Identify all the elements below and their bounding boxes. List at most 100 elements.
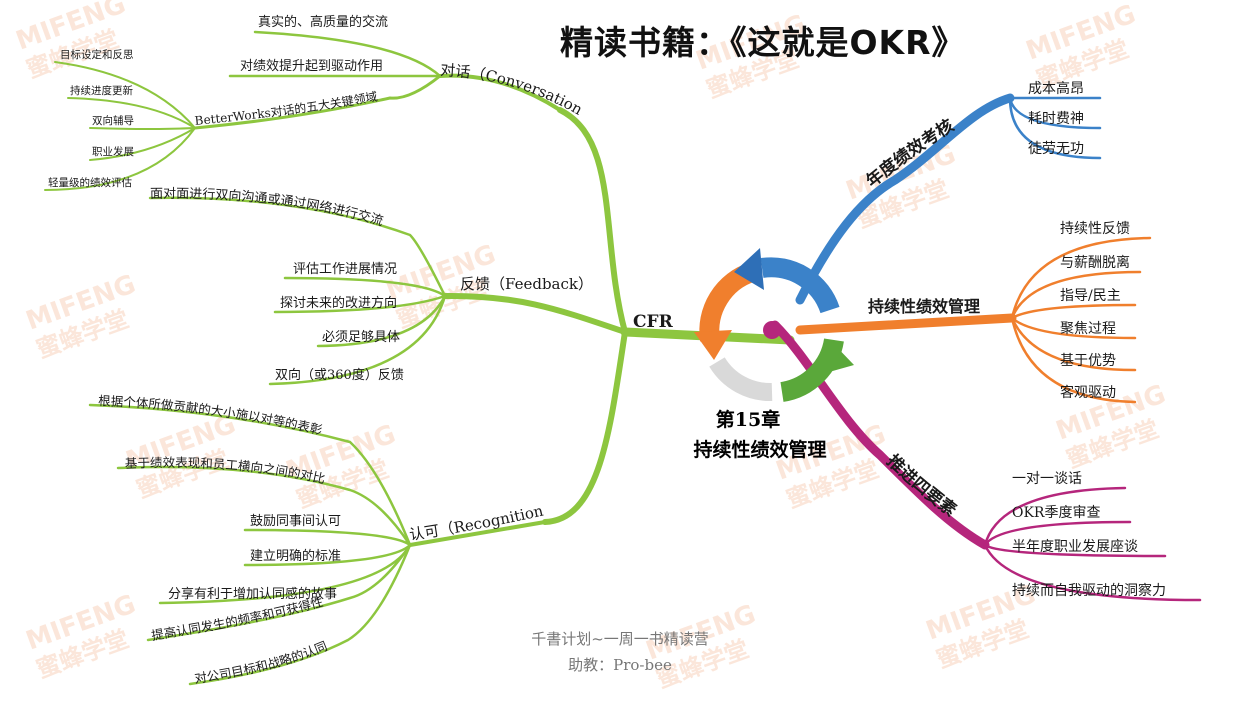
four-elements-label-path: 推进四要素 bbox=[882, 450, 959, 520]
fb-item-2: 评估工作进展情况 bbox=[293, 262, 397, 277]
fb-leaf-5-line bbox=[268, 294, 447, 386]
fb-item-1-path: 面对面进行双向沟通或通过网络进行交流 bbox=[150, 187, 385, 230]
orange-leaf-4-line bbox=[1010, 316, 1137, 340]
orange-branch bbox=[795, 236, 1152, 404]
rc-item-4: 建立明确的标准 bbox=[250, 548, 341, 564]
rc-leaf-2-line bbox=[116, 465, 412, 547]
conv-item-1: 真实的、高质量的交流 bbox=[258, 14, 388, 30]
bw-item-3: 双向辅导 bbox=[92, 114, 134, 127]
magenta-branch bbox=[770, 320, 1202, 602]
rc-leaf-6-line bbox=[146, 543, 412, 642]
rc-leaf-3-line bbox=[243, 528, 412, 547]
bw-leaf-3-line bbox=[89, 127, 196, 130]
blue-arrowhead bbox=[734, 248, 764, 290]
four-item-4: 持续而自我驱动的洞察力 bbox=[1012, 582, 1166, 599]
rc-item-5: 分享有利于增加认同感的故事 bbox=[168, 586, 337, 602]
blue-branch bbox=[795, 93, 1102, 305]
watermark-group-1: MIFENG 蜜蜂学堂 bbox=[12, 0, 130, 84]
chapter-subtitle: 持续性绩效管理 bbox=[693, 438, 826, 461]
fb-leaf-2-line bbox=[283, 276, 447, 298]
green-arrowhead bbox=[822, 340, 854, 374]
fb-item-4: 必须足够具体 bbox=[322, 330, 400, 345]
bw-leaf-2-line bbox=[67, 97, 196, 129]
bw-item-4: 职业发展 bbox=[92, 145, 134, 158]
rc-item-7: 对公司目标和战略的认同 bbox=[193, 638, 329, 686]
center-dot bbox=[763, 321, 781, 339]
rc-leaf-1-line bbox=[88, 403, 412, 547]
chapter-label: 第15章 bbox=[716, 408, 780, 431]
cont-item-3: 指导/民主 bbox=[1060, 288, 1121, 304]
cont-item-1: 持续性反馈 bbox=[1060, 220, 1130, 237]
orange-leaf-5-line bbox=[1010, 316, 1137, 372]
conversation-main-branch bbox=[557, 107, 628, 335]
orange-leaf-2-line bbox=[1010, 270, 1142, 320]
watermark-group-3: MIFENG 蜜蜂学堂 bbox=[22, 589, 140, 683]
recognition-underline bbox=[408, 520, 547, 547]
fb-leaf-4-line bbox=[316, 294, 447, 348]
orange-leaf-3-line bbox=[1010, 303, 1137, 320]
cont-item-4: 聚焦过程 bbox=[1060, 321, 1116, 337]
left-texts: CFR 对话（Conversation） 真实的、高质量的交流 对绩效提升起到驱… bbox=[0, 0, 674, 686]
orange-leaf-6-line bbox=[1010, 316, 1137, 404]
recognition-main-branch bbox=[542, 329, 628, 525]
magenta-main-branch bbox=[770, 320, 990, 550]
watermark-group-7: MIFENG 蜜蜂学堂 bbox=[1022, 0, 1140, 94]
blue-leaf-3-line bbox=[1008, 96, 1102, 160]
feedback-label: 反馈（Feedback） bbox=[460, 275, 593, 293]
orange-main-branch bbox=[795, 313, 1017, 335]
four-item-1: 一对一谈话 bbox=[1012, 471, 1082, 487]
page-title: 精读书籍：《这就是OKR》 bbox=[560, 23, 966, 62]
cont-item-6: 客观驱动 bbox=[1060, 384, 1116, 401]
magenta-leaf-3-line bbox=[983, 543, 1167, 558]
watermark-group-2: MIFENG 蜜蜂学堂 bbox=[22, 269, 140, 363]
bw-item-5: 轻量级的绩效评估 bbox=[48, 176, 132, 189]
bw-item-2: 持续进度更新 bbox=[70, 84, 133, 97]
betterworks-label: BetterWorks对话的五大关键领域 bbox=[194, 89, 379, 128]
blue-main-branch bbox=[795, 93, 1015, 305]
fb-leaf-1-line bbox=[148, 196, 447, 298]
rc-item-3: 鼓励同事间认可 bbox=[250, 514, 341, 529]
bw-leaf-1-line bbox=[54, 61, 196, 129]
four-elements-label: 推进四要素 bbox=[882, 450, 959, 520]
footer-line-1: 千書计划~一周一书精读营 bbox=[531, 630, 709, 648]
fb-item-1: 面对面进行双向沟通或通过网络进行交流 bbox=[150, 187, 385, 230]
annual-item-3: 徒劳无功 bbox=[1028, 141, 1084, 157]
blue-arc bbox=[760, 257, 840, 314]
four-item-3: 半年度职业发展座谈 bbox=[1012, 539, 1138, 555]
magenta-leaf-1-line bbox=[983, 486, 1127, 547]
annual-item-1: 成本高昂 bbox=[1028, 80, 1084, 97]
green-branches bbox=[44, 30, 795, 686]
right-texts: 年度绩效考核 成本高昂 耗时费神 徒劳无功 持续性绩效管理 持续性反馈 与薪酬脱… bbox=[862, 80, 1166, 599]
betterworks-line bbox=[193, 74, 442, 130]
footer-line-2: 助教：Pro-bee bbox=[568, 656, 672, 674]
orange-arrowhead bbox=[694, 330, 732, 360]
annual-item-2: 耗时费神 bbox=[1028, 111, 1084, 127]
cont-item-5: 基于优势 bbox=[1060, 352, 1116, 369]
cfr-label: CFR bbox=[633, 312, 674, 332]
fb-item-5: 双向（或360度）反馈 bbox=[275, 367, 404, 383]
feedback-main-branch bbox=[442, 292, 628, 335]
four-item-2: OKR季度审查 bbox=[1012, 505, 1100, 521]
continuous-mgmt-label: 持续性绩效管理 bbox=[868, 297, 980, 316]
blue-leaf-2-line bbox=[1008, 96, 1102, 130]
betterworks-label-path: BetterWorks对话的五大关键领域 bbox=[194, 89, 379, 128]
bw-item-1: 目标设定和反思 bbox=[60, 48, 134, 61]
rc-leaf-7-line bbox=[188, 543, 412, 686]
conversation-underline bbox=[438, 73, 562, 112]
gray-arc bbox=[709, 357, 773, 402]
cont-item-2: 与薪酬脱离 bbox=[1060, 254, 1130, 271]
magenta-leaf-4-line bbox=[983, 543, 1202, 602]
conv-item-2: 对绩效提升起到驱动作用 bbox=[240, 58, 383, 74]
fb-item-3: 探讨未来的改进方向 bbox=[280, 295, 397, 311]
rc-leaf-4-line bbox=[243, 543, 412, 567]
orange-arc bbox=[699, 262, 756, 342]
bw-leaf-5-line bbox=[44, 127, 196, 191]
magenta-leaf-2-line bbox=[983, 520, 1132, 547]
orange-leaf-1-line bbox=[1010, 236, 1152, 320]
watermark-group-9: MIFENG 蜜蜂学堂 bbox=[772, 419, 890, 513]
cycle-arrows-icon bbox=[694, 248, 854, 402]
bw-leaf-4-line bbox=[89, 127, 196, 161]
conv-leaf-1-line bbox=[253, 30, 442, 78]
